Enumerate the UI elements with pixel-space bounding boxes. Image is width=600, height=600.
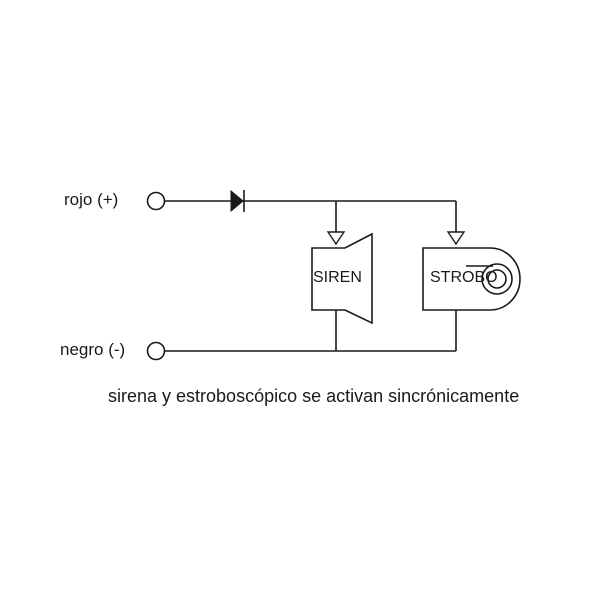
strobe-input-arrow	[446, 231, 466, 246]
diagram-caption: sirena y estroboscópico se activan sincr…	[108, 386, 520, 406]
strobe-lens-inner	[487, 269, 507, 289]
positive-terminal-label: rojo (+)	[64, 190, 119, 209]
negative-terminal-label: negro (-)	[60, 340, 126, 359]
siren-input-arrow	[326, 231, 346, 246]
negative-terminal-icon	[146, 341, 166, 361]
strobe-label: STROBO	[430, 269, 498, 286]
diode-symbol	[230, 189, 245, 213]
siren-horn-icon	[311, 232, 373, 325]
siren-label: SIREN	[313, 269, 362, 286]
positive-terminal-icon	[146, 191, 166, 211]
